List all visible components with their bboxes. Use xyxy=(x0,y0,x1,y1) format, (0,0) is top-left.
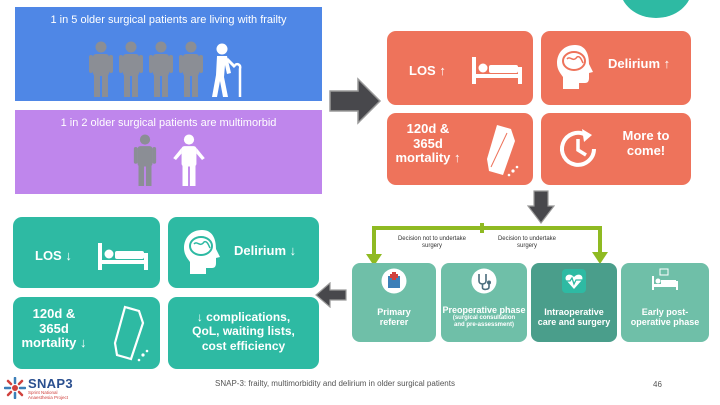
coffin-icon xyxy=(107,305,151,368)
decision-yes-label: Decision to undertake surgery xyxy=(497,236,557,249)
benefits-label: ↓ complications, QoL, waiting lists, cos… xyxy=(192,310,295,353)
frailty-panel: 1 in 5 older surgical patients are livin… xyxy=(15,7,322,101)
hospital-icon xyxy=(381,268,407,299)
more-to-come-tile: More to come! xyxy=(541,113,691,185)
corner-circle xyxy=(620,0,692,18)
elderly-person-with-cane-icon xyxy=(209,43,243,97)
person-icon xyxy=(89,41,113,97)
mortality-increase-tile: 120d & 365d mortality ↑ xyxy=(387,113,533,185)
preoperative-label: Preoperative phase (surgical consultatio… xyxy=(442,305,526,329)
decision-not-label: Decision not to undertake surgery xyxy=(397,236,467,249)
arrow-left-icon xyxy=(315,282,347,308)
person-icon xyxy=(149,41,173,97)
delirium-increase-tile: Delirium ↑ xyxy=(541,31,691,105)
logo-title: SNAP3 xyxy=(28,376,73,391)
primary-referer-phase: Primary referer xyxy=(352,263,436,342)
multimorbid-text: 1 in 2 older surgical patients are multi… xyxy=(60,117,277,129)
snap3-emblem-icon xyxy=(4,377,26,400)
benefits-tile: ↓ complications, QoL, waiting lists, cos… xyxy=(168,297,319,369)
snap3-logo: SNAP3 Sprint National Anaesthesia Projec… xyxy=(4,376,73,400)
decision-arrows xyxy=(366,223,608,266)
person-icon xyxy=(171,134,207,186)
mortality-decrease-tile: 120d & 365d mortality ↓ xyxy=(13,297,160,369)
los-increase-label: LOS ↑ xyxy=(409,63,446,78)
multimorbid-panel: 1 in 2 older surgical patients are multi… xyxy=(15,110,322,194)
person-icon xyxy=(119,41,143,97)
patient-bed-icon xyxy=(650,268,680,299)
frailty-text: 1 in 5 older surgical patients are livin… xyxy=(50,14,287,26)
los-increase-tile: LOS ↑ xyxy=(387,31,533,105)
primary-referer-label: Primary referer xyxy=(377,307,411,328)
hospital-bed-icon xyxy=(471,55,523,90)
page-number: 46 xyxy=(653,380,662,389)
person-icon xyxy=(179,41,203,97)
mortality-increase-label: 120d & 365d mortality ↑ xyxy=(395,121,461,166)
los-decrease-label: LOS ↓ xyxy=(35,248,72,263)
clock-refresh-icon xyxy=(556,127,600,176)
hospital-bed-icon xyxy=(97,241,149,276)
arrow-down-icon xyxy=(527,190,555,224)
early-postoperative-label: Early post- operative phase xyxy=(630,307,700,328)
coffin-icon xyxy=(479,123,523,184)
mortality-decrease-label: 120d & 365d mortality ↓ xyxy=(21,306,87,351)
stethoscope-icon xyxy=(471,268,497,299)
arrow-right-icon xyxy=(328,77,382,125)
brain-head-icon xyxy=(182,228,224,281)
frailty-people-row xyxy=(89,41,243,97)
multimorbid-people-row xyxy=(133,134,207,186)
footer-caption: SNAP-3: frailty, multimorbidity and deli… xyxy=(215,379,455,388)
delirium-decrease-tile: Delirium ↓ xyxy=(168,217,319,288)
intraoperative-phase: Intraoperative care and surgery xyxy=(531,263,617,342)
brain-head-icon xyxy=(555,43,597,96)
heart-monitor-icon xyxy=(561,268,587,299)
delirium-decrease-label: Delirium ↓ xyxy=(234,243,297,258)
intraoperative-label: Intraoperative care and surgery xyxy=(537,307,611,328)
surgical-pathway-diagram: Decision not to undertake surgery Decisi… xyxy=(352,222,714,342)
delirium-increase-label: Delirium ↑ xyxy=(608,56,671,71)
early-postoperative-phase: Early post- operative phase xyxy=(621,263,709,342)
person-icon xyxy=(133,134,157,186)
more-to-come-label: More to come! xyxy=(622,128,670,158)
preoperative-phase: Preoperative phase (surgical consultatio… xyxy=(441,263,527,342)
los-decrease-tile: LOS ↓ xyxy=(13,217,160,288)
